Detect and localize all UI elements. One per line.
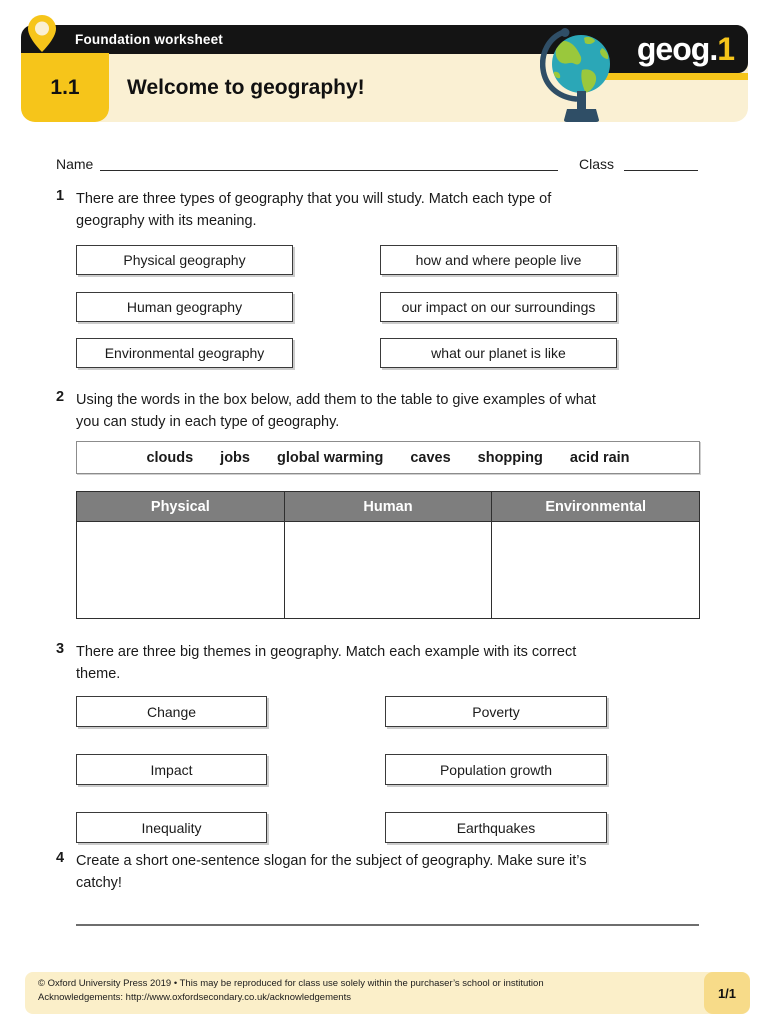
word-bank-item: clouds [146,449,194,466]
footer-text: © Oxford University Press 2019 • This ma… [38,977,658,1004]
worksheet-tagline: Foundation worksheet [75,32,224,47]
brand-logo-block: geog.1 [580,25,748,73]
globe-icon [539,28,618,124]
class-line[interactable] [624,148,698,171]
question-3-number: 3 [56,641,65,657]
table-cell-environmental[interactable] [491,522,700,618]
table-header-physical: Physical [77,492,284,521]
lesson-number-badge: 1.1 [21,53,109,122]
page-number-badge: 1/1 [704,972,750,1014]
name-label: Name [56,156,94,172]
map-pin-icon [28,15,56,53]
question-1-text: There are three types of geography that … [76,191,552,229]
class-label: Class [579,156,615,172]
brand-name: geog. [636,31,718,67]
slogan-answer-line[interactable] [76,924,699,926]
footer-bar [25,972,750,1014]
match-box-meaning-2[interactable]: our impact on our surroundings [380,292,617,322]
footer-acknowledgements: Acknowledgements: http://www.oxfordsecon… [38,991,351,1003]
word-bank-item: jobs [220,449,250,466]
match-box-human-geography[interactable]: Human geography [76,292,293,322]
match-box-environmental-geography[interactable]: Environmental geography [76,338,293,368]
question-3-text: There are three big themes in geography.… [76,644,577,682]
page-title: Welcome to geography! [127,75,365,99]
question-2-text: Using the words in the box below, add th… [76,392,596,430]
table-cell-physical[interactable] [77,522,284,618]
table-body-row [77,521,700,618]
table-header-human: Human [283,492,492,521]
match-box-earthquakes[interactable]: Earthquakes [385,812,607,843]
brand-logo-text: geog.1 [637,33,748,65]
question-2: 2 Using the words in the box below, add … [56,389,706,433]
match-box-physical-geography[interactable]: Physical geography [76,245,293,275]
match-box-change[interactable]: Change [76,696,267,727]
name-line[interactable] [100,148,558,171]
match-box-inequality[interactable]: Inequality [76,812,267,843]
word-bank-item: global warming [276,449,384,466]
match-box-poverty[interactable]: Poverty [385,696,607,727]
table-header-environmental: Environmental [491,492,700,521]
word-bank-item: acid rain [569,449,630,466]
footer-copyright: © Oxford University Press 2019 • This ma… [38,978,544,989]
match-box-impact[interactable]: Impact [76,754,267,785]
match-box-population-growth[interactable]: Population growth [385,754,607,785]
question-3: 3 There are three big themes in geograph… [56,641,706,685]
brand-series-number: 1 [717,31,735,67]
question-4-number: 4 [56,850,65,866]
question-1: 1 There are three types of geography tha… [56,188,706,232]
question-4-text: Create a short one-sentence slogan for t… [76,853,587,891]
word-bank-box: clouds jobs global warming caves shoppin… [76,441,700,474]
word-bank-item: shopping [477,449,543,466]
match-box-meaning-3[interactable]: what our planet is like [380,338,617,368]
table-header-row: Physical Human Environmental [77,492,700,521]
table-cell-human[interactable] [283,522,492,618]
word-bank-item: caves [410,449,451,466]
question-4: 4 Create a short one-sentence slogan for… [56,850,706,894]
logo-yellow-strip [580,73,748,80]
match-box-meaning-1[interactable]: how and where people live [380,245,617,275]
geography-types-table: Physical Human Environmental [76,491,700,619]
question-2-number: 2 [56,389,65,405]
question-1-number: 1 [56,188,65,204]
